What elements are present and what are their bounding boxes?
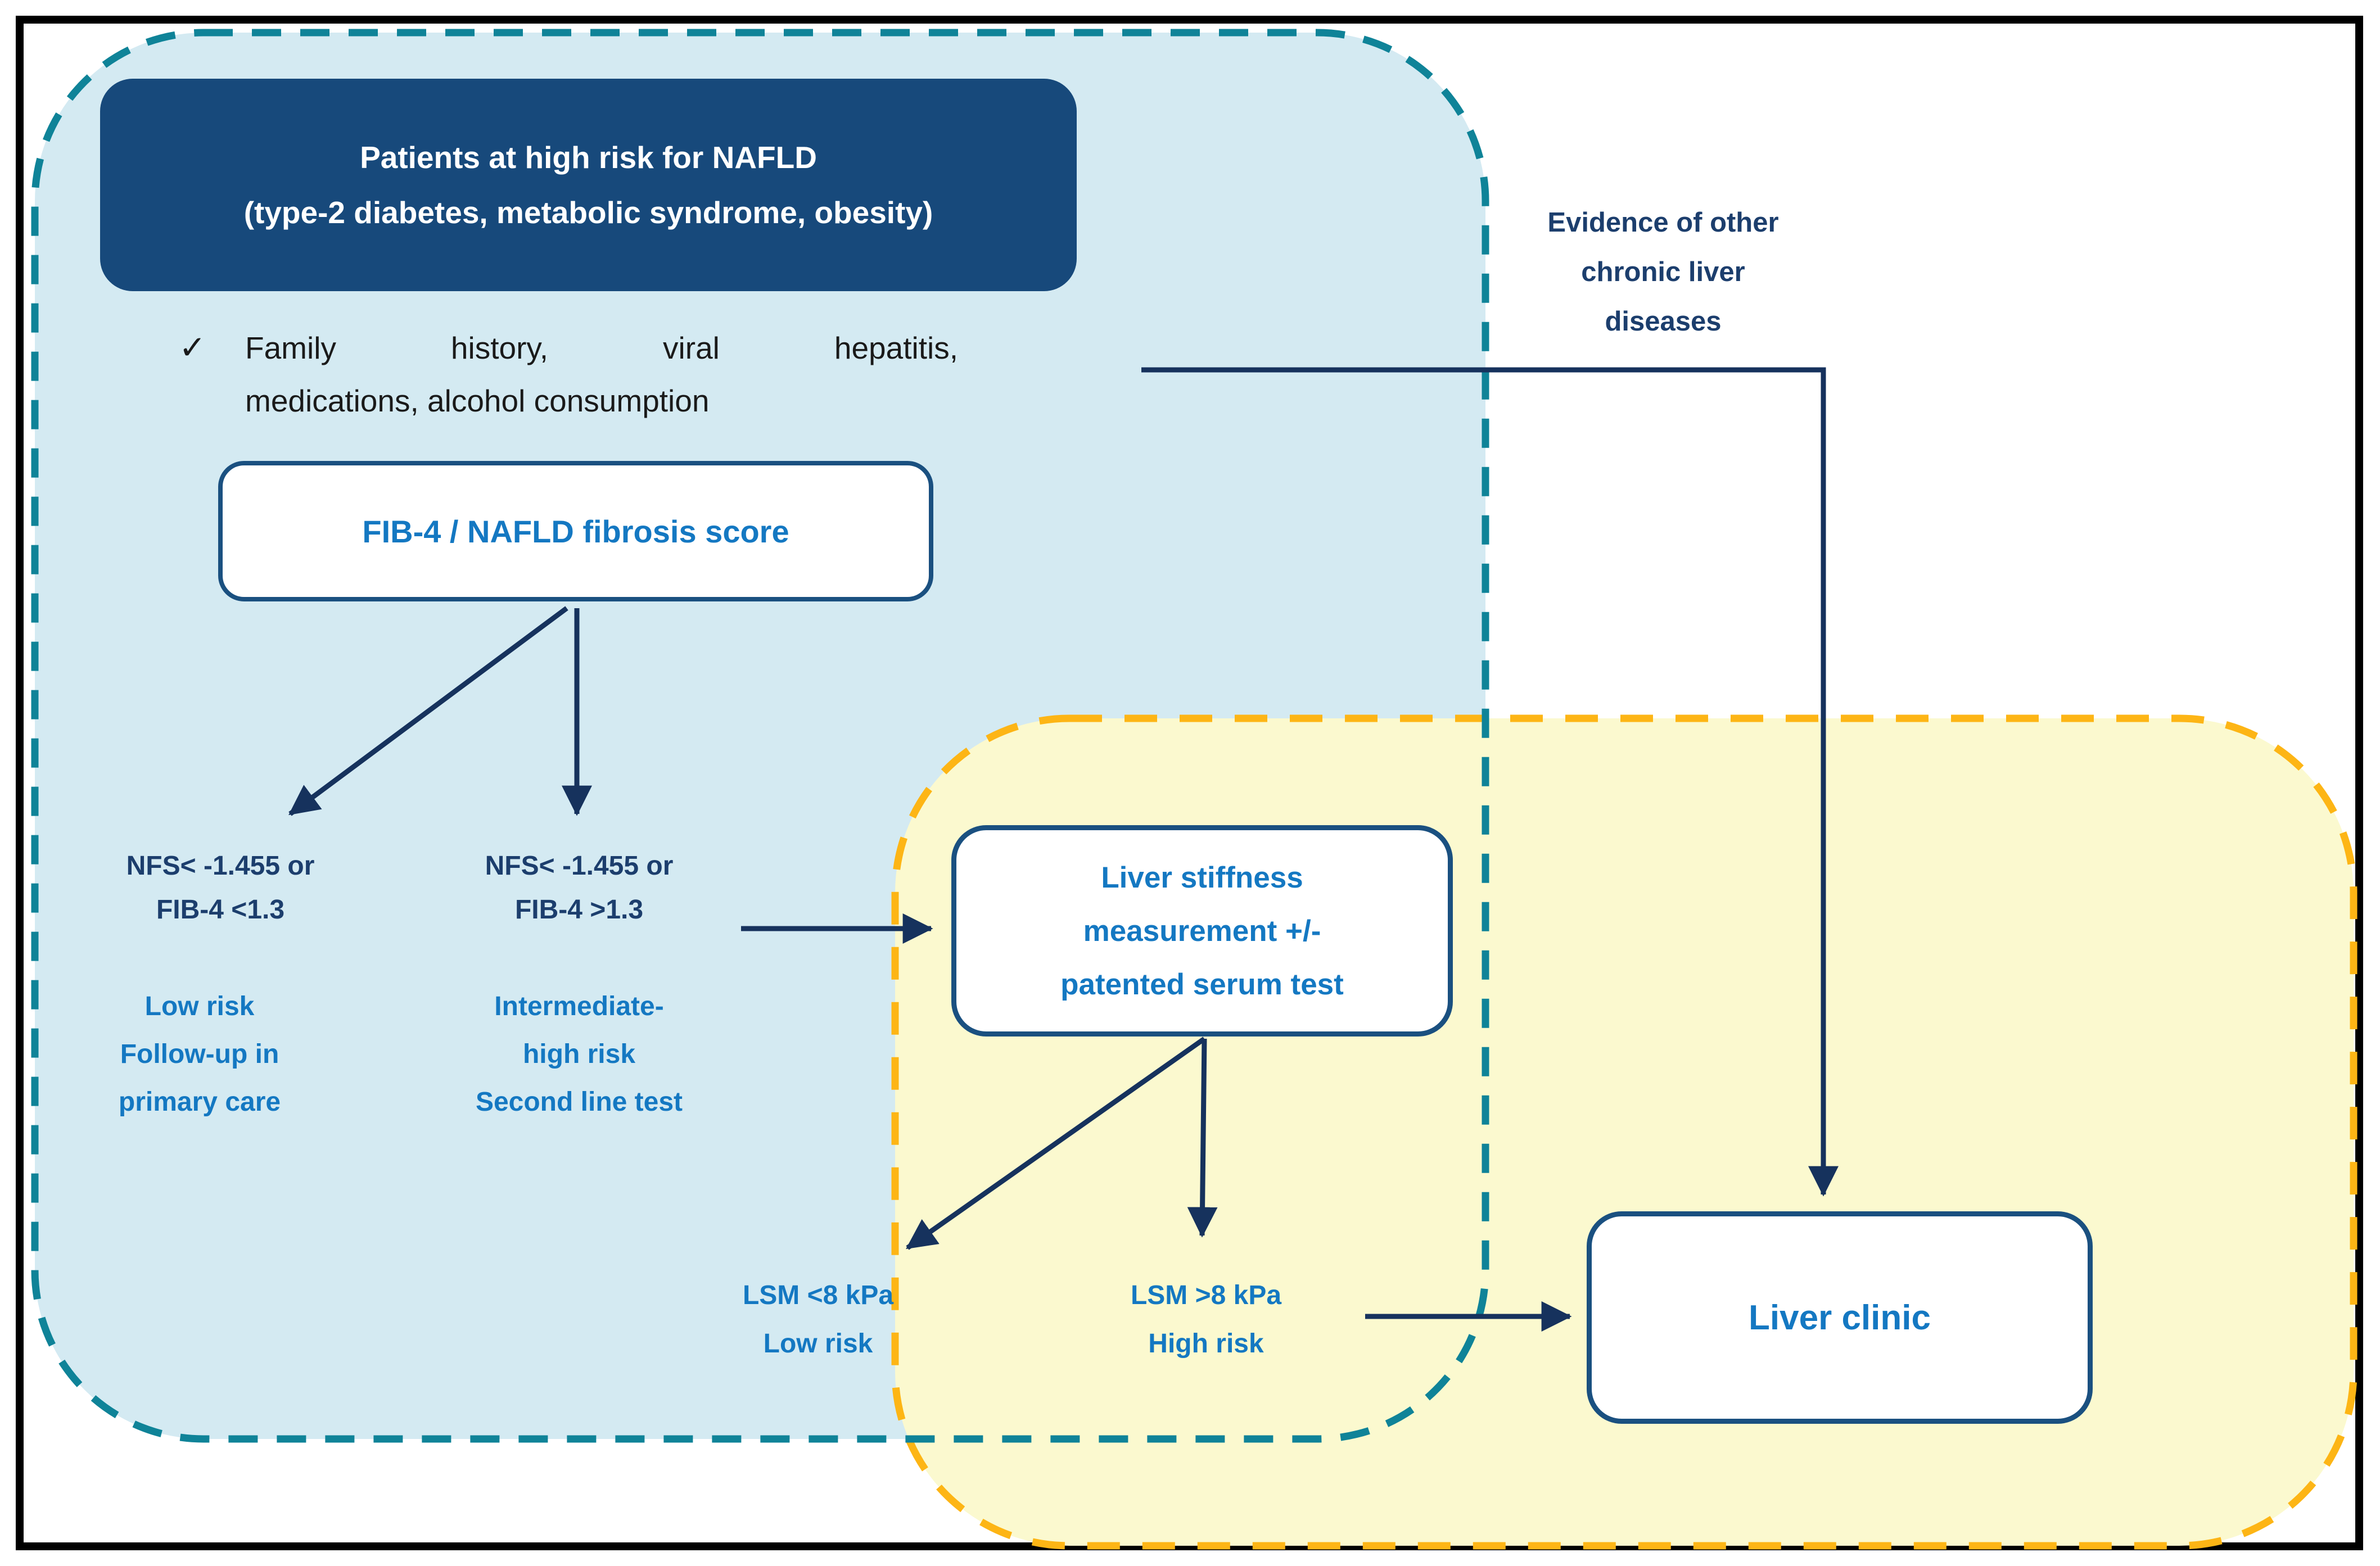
fib4-nfs-score-label: FIB-4 / NAFLD fibrosis score — [362, 513, 789, 549]
intermediate-risk-outcome-line3: Second line test — [475, 1087, 683, 1117]
liver-stiffness-line1: Liver stiffness — [1101, 861, 1303, 894]
lsm-low-result: LSM <8 kPa Low risk — [672, 1271, 964, 1368]
liver-stiffness-line2: measurement +/- — [1083, 914, 1321, 948]
arrow-evidence-to-liver-clinic — [1141, 367, 1839, 1197]
arrow-stiffness-to-lsm-high — [1187, 1038, 1218, 1238]
intermediate-risk-outcome-line1: Intermediate- — [494, 992, 664, 1021]
other-liver-disease-note-line3: diseases — [1605, 306, 1722, 337]
primary-care-region-dashed-border — [31, 29, 1489, 1443]
lsm-high-result: LSM >8 kPa High risk — [1060, 1271, 1352, 1368]
fib4-nfs-score-box: FIB-4 / NAFLD fibrosis score — [218, 461, 933, 601]
intermediate-risk-outcome-line2: high risk — [522, 1039, 636, 1069]
high-risk-patients-line2: (type-2 diabetes, metabolic syndrome, ob… — [243, 195, 933, 230]
low-risk-outcome: Low risk Follow-up in primary care — [31, 983, 368, 1126]
high-risk-patients-line1: Patients at high risk for NAFLD — [360, 140, 817, 175]
history-checklist-text: Family history, viral hepatitis, medicat… — [245, 322, 958, 427]
lsm-low-result-line2: Low risk — [763, 1329, 873, 1359]
liver-stiffness-box: Liver stiffness measurement +/- patented… — [951, 825, 1453, 1037]
low-risk-criteria-line1: NFS< -1.455 or — [126, 851, 315, 881]
other-liver-disease-note-line2: chronic liver — [1581, 257, 1745, 287]
lsm-low-result-line1: LSM <8 kPa — [742, 1280, 894, 1310]
arrow-fib4-to-low-risk — [288, 606, 568, 816]
low-risk-outcome-line2: Follow-up in — [120, 1039, 279, 1069]
other-liver-disease-note: Evidence of other chronic liver diseases — [1494, 198, 1832, 346]
secondary-care-region-dashed-border — [891, 714, 2358, 1550]
history-checklist-line2: medications, alcohol consumption — [245, 383, 710, 418]
liver-clinic-label: Liver clinic — [1749, 1298, 1931, 1337]
intermediate-risk-criteria-line2: FIB-4 >1.3 — [514, 895, 644, 925]
history-checklist-line1: Family history, viral hepatitis, — [245, 331, 958, 365]
lsm-high-result-line2: High risk — [1148, 1329, 1264, 1359]
low-risk-outcome-line3: primary care — [118, 1087, 281, 1117]
low-risk-criteria: NFS< -1.455 or FIB-4 <1.3 — [52, 844, 389, 932]
arrow-stiffness-to-lsm-low — [906, 1037, 1206, 1250]
intermediate-risk-outcome: Intermediate- high risk Second line test — [410, 983, 748, 1126]
lsm-high-result-line1: LSM >8 kPa — [1130, 1280, 1282, 1310]
intermediate-risk-criteria-line1: NFS< -1.455 or — [485, 851, 674, 881]
liver-stiffness-line3: patented serum test — [1060, 967, 1344, 1001]
high-risk-patients-box: Patients at high risk for NAFLD (type-2 … — [100, 79, 1077, 291]
other-liver-disease-note-line1: Evidence of other — [1547, 207, 1779, 238]
low-risk-outcome-line1: Low risk — [144, 992, 255, 1021]
intermediate-risk-criteria: NFS< -1.455 or FIB-4 >1.3 — [410, 844, 748, 932]
liver-clinic-box: Liver clinic — [1587, 1211, 2093, 1424]
check-icon: ✓ — [179, 329, 206, 366]
low-risk-criteria-line2: FIB-4 <1.3 — [156, 895, 285, 925]
history-checklist: ✓ Family history, viral hepatitis, medic… — [179, 322, 966, 427]
